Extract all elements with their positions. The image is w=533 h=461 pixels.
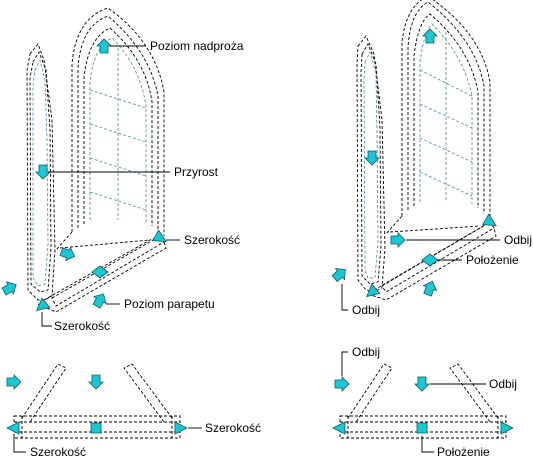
width-triangle-right-icon [482,213,500,232]
position-label-right: Położenie [466,253,519,267]
left-leaders [41,45,180,327]
plan-flip-arrow-icon [6,374,22,390]
flip-arrow-right-icon [390,232,406,248]
plan-position-square-icon [90,422,102,434]
plan-width-label-right: Szerokość [205,421,261,435]
flip-label-right: Odbij [504,233,532,247]
plan-flip-down-arrow-right-icon [414,376,430,392]
increment-arrow-icon [35,164,51,180]
plan-flip-label-top: Odbij [352,345,380,359]
flip-arrow-left-icon [0,278,20,298]
flip-label-left: Odbij [352,303,380,317]
right-plan-grips[interactable] [332,376,514,435]
width-label-bottom: Szerokość [54,319,110,333]
lintel-level-label: Poziom nadproża [150,39,244,53]
lintel-arrow-right-icon [422,28,438,44]
position-diamond-icon [91,265,109,279]
left-window-3d [26,7,167,313]
plan-width-left-right-icon [332,421,346,435]
plan-position-square-right-icon [416,422,428,434]
sill-arrow-icon [90,290,110,310]
width-label-top: Szerokość [184,233,240,247]
width-triangle-right-left-icon [362,283,381,302]
width-triangle-left-icon [32,297,51,316]
plan-flip-label-right: Odbij [489,377,517,391]
increment-label: Przyrost [174,165,219,179]
sill-level-label: Poziom parapetu [124,297,215,311]
plan-width-right-right-icon [500,421,514,435]
position-diamond-right-icon [421,253,439,267]
sill-arrow-right-icon [420,278,440,298]
left-plan-grips[interactable] [6,374,188,435]
plan-flip-arrow-right-icon [334,376,350,392]
plan-position-label: Położenie [437,445,490,459]
right-leaders [341,239,500,311]
plan-width-right-icon [174,421,188,435]
flip-arrow-outer-icon [329,263,351,285]
plan-width-left-icon [6,421,20,435]
plan-flip-down-arrow-icon [88,374,104,390]
left-window-grips[interactable] [0,38,170,316]
plan-width-label-left: Szerokość [30,445,86,459]
